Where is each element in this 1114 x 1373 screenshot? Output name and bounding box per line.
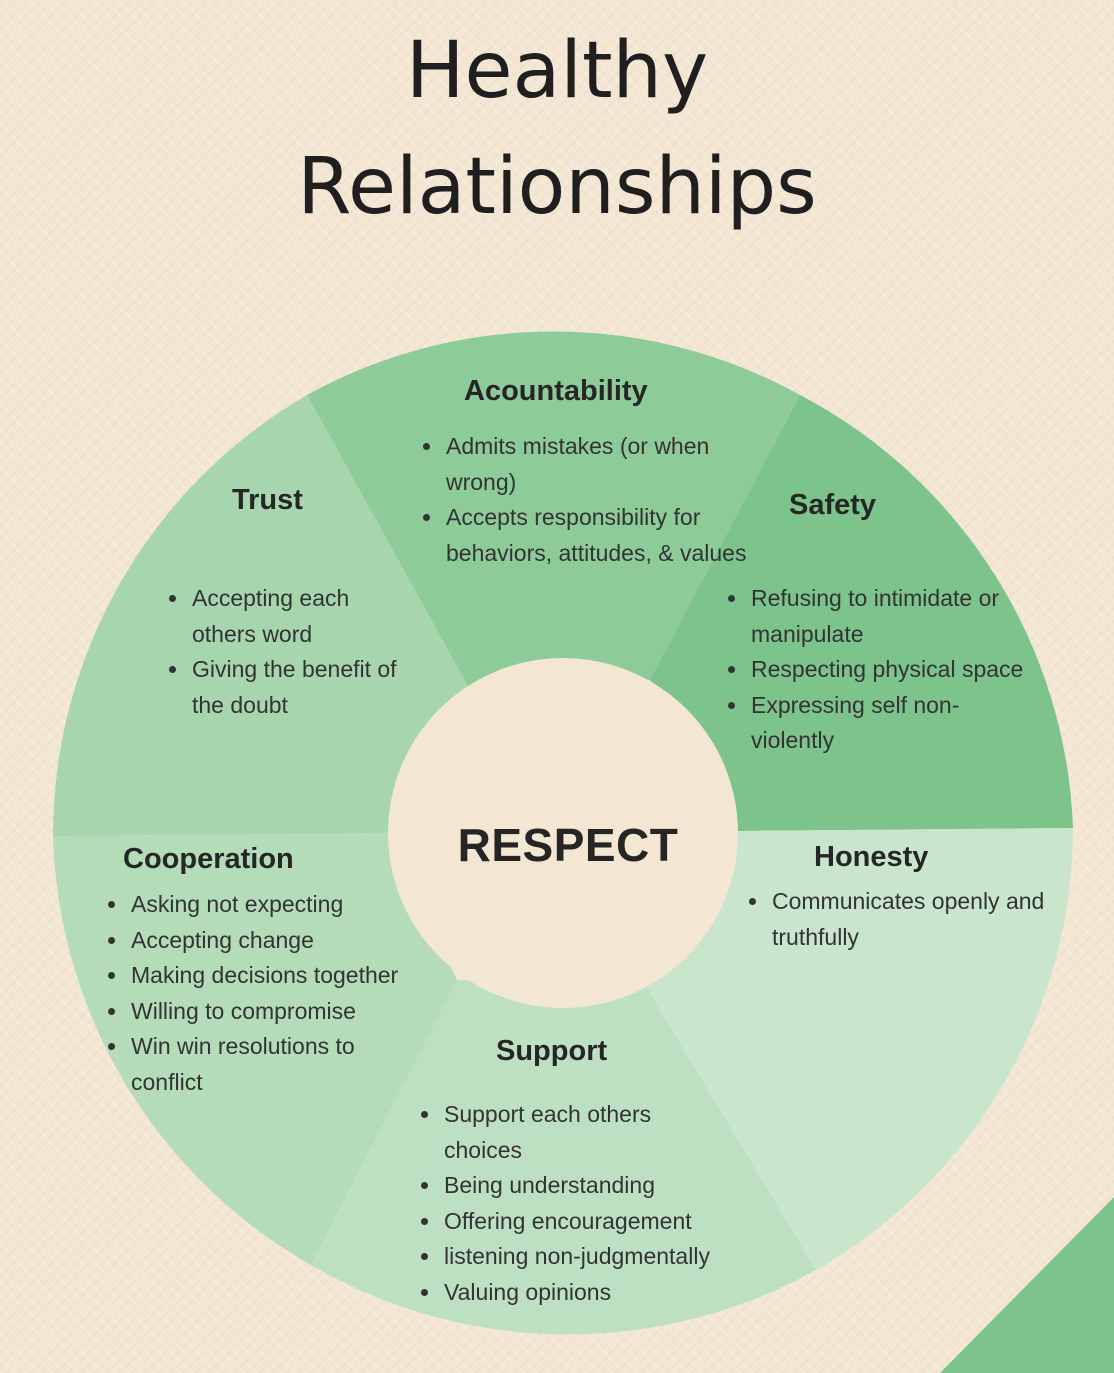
support-title: Support — [496, 1035, 608, 1067]
list-item: Expressing self non-violently — [749, 688, 1034, 759]
title-line-1: Healthy — [405, 26, 709, 116]
list-item: Accepting change — [129, 923, 464, 959]
list-item: Being understanding — [442, 1168, 787, 1204]
segment-cooperation — [53, 833, 457, 1265]
safety-list: Refusing to intimidate or manipulate Res… — [723, 581, 1034, 759]
list-item: Refusing to intimidate or manipulate — [749, 581, 1034, 652]
trust-list: Accepting each others word Giving the be… — [164, 581, 405, 723]
support-list: Support each others choices Being unders… — [416, 1097, 787, 1310]
center-hub — [388, 658, 738, 1008]
list-item: Offering encouragement — [442, 1204, 787, 1240]
list-item: Support each others choices — [442, 1097, 689, 1168]
segment-honesty — [645, 828, 1073, 1270]
list-item: Accepting each others word — [190, 581, 405, 652]
list-item: Accepts responsibility for behaviors, at… — [444, 500, 774, 571]
list-item: Asking not expecting — [129, 887, 464, 923]
cooperation-title: Cooperation — [123, 843, 294, 875]
trust-title: Trust — [232, 484, 303, 516]
segment-support — [311, 980, 816, 1335]
honesty-list: Communicates openly and truthfully — [744, 884, 1070, 955]
safety-title: Safety — [789, 489, 877, 521]
list-item: Willing to compromise — [129, 994, 464, 1030]
segment-accountability — [307, 331, 800, 690]
list-item: Communicates openly and truthfully — [770, 884, 1070, 955]
list-item: Making decisions together — [129, 958, 464, 994]
cooperation-list: Asking not expecting Accepting change Ma… — [103, 887, 464, 1100]
center-label: RESPECT — [457, 819, 679, 871]
list-item: Admits mistakes (or when wrong) — [444, 429, 774, 500]
honesty-title: Honesty — [814, 841, 929, 873]
title-line-2: Relationships — [297, 142, 817, 232]
accountability-list: Admits mistakes (or when wrong) Accepts … — [418, 429, 774, 571]
list-item: Win win resolutions to conflict — [129, 1029, 356, 1100]
list-item: Respecting physical space — [749, 652, 1034, 688]
corner-accent — [940, 1197, 1114, 1373]
list-item: listening non-judgmentally — [442, 1239, 787, 1275]
segment-trust — [53, 395, 470, 836]
segment-safety — [650, 395, 1073, 831]
list-item: Valuing opinions — [442, 1275, 787, 1311]
list-item: Giving the benefit of the doubt — [190, 652, 405, 723]
accountability-title: Acountability — [464, 375, 648, 407]
